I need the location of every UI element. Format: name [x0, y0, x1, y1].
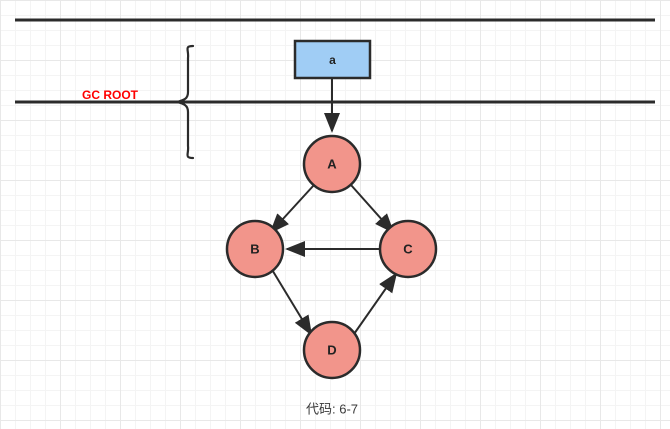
diagram-caption: 代码: 6-7	[306, 402, 358, 417]
edge-B-to-D	[270, 267, 313, 336]
edge-D-to-C	[353, 272, 398, 335]
node-C[interactable]	[378, 219, 438, 279]
gc-root-label: GC ROOT	[82, 88, 139, 102]
node-D[interactable]	[302, 320, 362, 380]
edge-A-to-B	[269, 184, 315, 234]
node-A[interactable]	[302, 134, 362, 194]
gc-root-brace-icon	[175, 44, 195, 160]
node-B[interactable]	[225, 219, 285, 279]
reference-variable-box[interactable]	[293, 39, 372, 80]
edge-A-to-C	[350, 184, 395, 234]
